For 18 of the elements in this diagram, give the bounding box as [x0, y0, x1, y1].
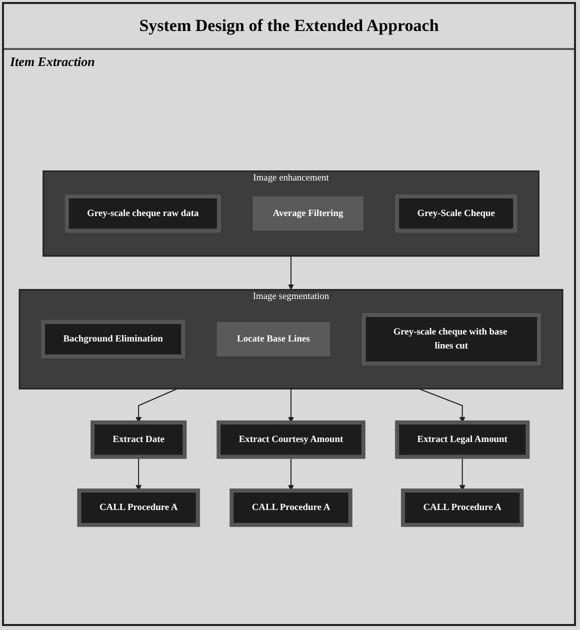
- node-box: Extract Date: [90, 420, 187, 459]
- node-box: Grey-scale cheque raw data: [64, 194, 221, 233]
- node-box: Extract Legal Amount: [395, 420, 530, 459]
- node-box: CALL Procedure A: [77, 488, 200, 527]
- arrow: [459, 456, 466, 491]
- node-box: CALL Procedure A: [400, 488, 524, 527]
- node-box: Grey-scale cheque with base lines cut: [362, 312, 542, 366]
- node-box: Extract Courtesy Amount: [216, 420, 366, 459]
- arrow: [136, 456, 142, 491]
- diagram-title: System Design of the Extended Approach: [4, 4, 574, 50]
- arrow: [288, 256, 294, 290]
- section-label: Item Extraction: [10, 54, 95, 70]
- node-box: Grey-Scale Cheque: [395, 194, 518, 233]
- node-box: Bachground Elimination: [40, 320, 186, 358]
- node-box: CALL Procedure A: [230, 488, 352, 527]
- arrow: [288, 456, 294, 491]
- node-box: Locate Base Lines: [216, 322, 330, 356]
- node-box: Average Filtering: [252, 196, 364, 231]
